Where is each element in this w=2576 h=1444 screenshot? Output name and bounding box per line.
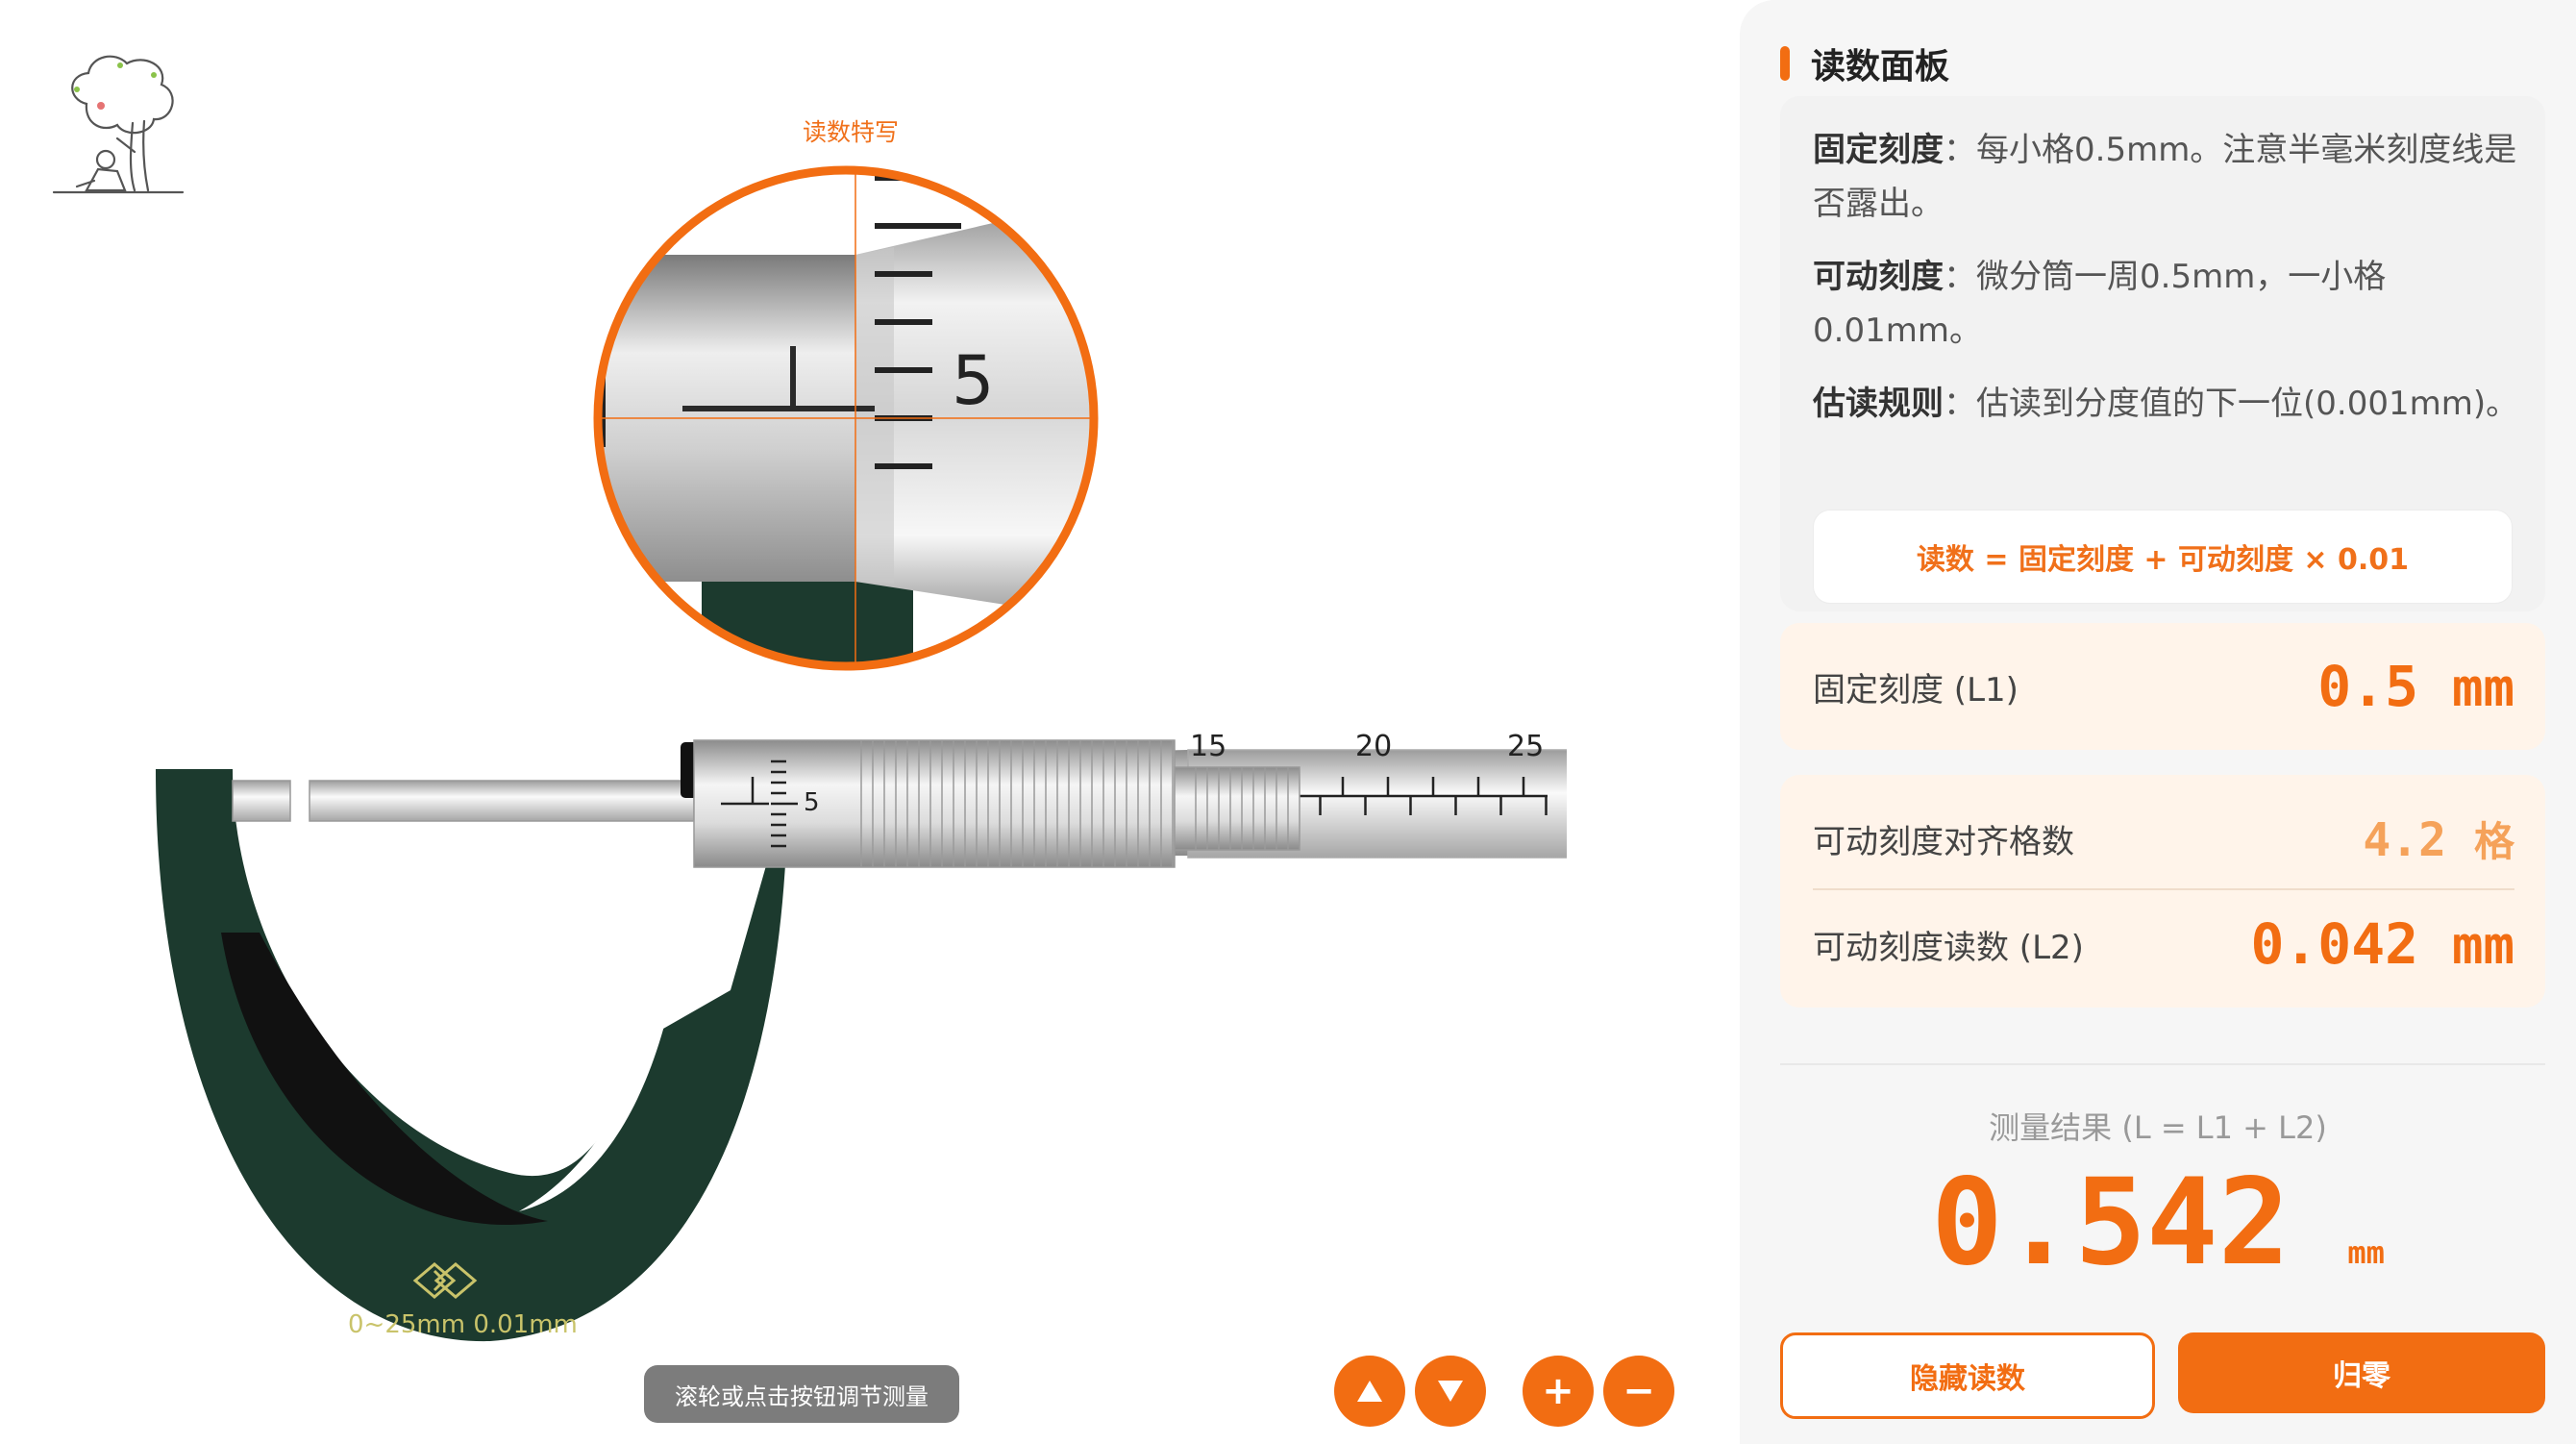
rule-text: ：微分筒一周0.5mm，一小格0.01mm。 [1813,258,2387,350]
minus-icon: − [1622,1369,1655,1413]
frame-logo-icon [412,1262,478,1299]
zoom-scale-label: 5 [952,341,995,420]
turn-down-button[interactable] [1415,1356,1486,1427]
movable-reading-label: 可动刻度读数 (L2) [1813,928,2084,967]
triangle-up-icon [1357,1381,1382,1402]
thimble[interactable]: 5 [693,739,1300,868]
zoom-magnifier: 5 [593,165,1099,671]
rule-fixed: 固定刻度：每小格0.5mm。注意半毫米刻度线是否露出。 [1813,123,2524,231]
plus-icon: + [1542,1369,1574,1413]
rule-term: 可动刻度 [1813,258,1944,296]
hint-pill: 滚轮或点击按钮调节测量 [644,1365,959,1423]
result-value: 0.542 [1931,1154,2291,1292]
result-unit: mm [2347,1234,2385,1271]
movable-reading-card: 可动刻度对齐格数 4.2 格 可动刻度读数 (L2) 0.042 mm [1780,775,2545,1008]
formula-box: 读数 = 固定刻度 + 可动刻度 × 0.01 [1813,510,2513,604]
thimble-label: 5 [804,788,820,817]
rule-term: 固定刻度 [1813,131,1944,169]
triangle-down-icon [1438,1381,1463,1402]
anvil [232,780,291,822]
sleeve-label-15: 15 [1190,730,1226,763]
title-accent-bar [1780,46,1790,81]
rule-term: 估读规则 [1813,385,1944,423]
movable-reading-unit: mm [2451,915,2514,976]
tree-reading-logo [52,55,185,194]
hide-reading-button[interactable]: 隐藏读数 [1780,1332,2155,1419]
fixed-reading-label: 固定刻度 (L1) [1813,670,2019,710]
result-label: 测量结果 (L = L1 + L2) [1989,1109,2327,1146]
rule-text: ：估读到分度值的下一位(0.001mm)。 [1944,385,2519,423]
reading-panel: 读数面板 固定刻度：每小格0.5mm。注意半毫米刻度线是否露出。 可动刻度：微分… [1740,0,2576,1444]
zero-button[interactable]: 归零 [2178,1332,2545,1413]
micrometer[interactable]: 0~25mm 0.01mm 15 20 25 5 [144,711,1567,1365]
sleeve-label-20: 20 [1355,730,1392,763]
zoom-in-button[interactable]: + [1523,1356,1594,1427]
sleeve-label-25: 25 [1507,730,1544,763]
rule-text: ：每小格0.5mm。注意半毫米刻度线是否露出。 [1813,131,2517,223]
fixed-reading-card: 固定刻度 (L1) 0.5 mm [1780,623,2545,750]
zoom-out-button[interactable]: − [1603,1356,1674,1427]
divider [1780,1063,2545,1065]
rule-movable: 可动刻度：微分筒一周0.5mm，一小格0.01mm。 [1813,250,2524,358]
fixed-reading-unit: mm [2451,658,2514,718]
grid-count-label: 可动刻度对齐格数 [1813,822,2074,861]
zoom-title: 读数特写 [802,118,899,146]
grid-count-value: 4.2 [2363,812,2447,867]
turn-up-button[interactable] [1334,1356,1405,1427]
spindle [309,780,695,822]
fixed-reading-value: 0.5 [2317,654,2419,719]
grid-count-unit: 格 [2473,817,2514,865]
rules-card: 固定刻度：每小格0.5mm。注意半毫米刻度线是否露出。 可动刻度：微分筒一周0.… [1780,96,2545,611]
movable-reading-value: 0.042 [2250,911,2419,977]
rule-estimate: 估读规则：估读到分度值的下一位(0.001mm)。 [1813,377,2524,431]
panel-title: 读数面板 [1811,47,1950,87]
micrometer-stage[interactable]: 读数特写 [0,0,1721,1444]
micrometer-frame [156,769,788,1342]
frame-spec-text: 0~25mm 0.01mm [348,1310,578,1339]
